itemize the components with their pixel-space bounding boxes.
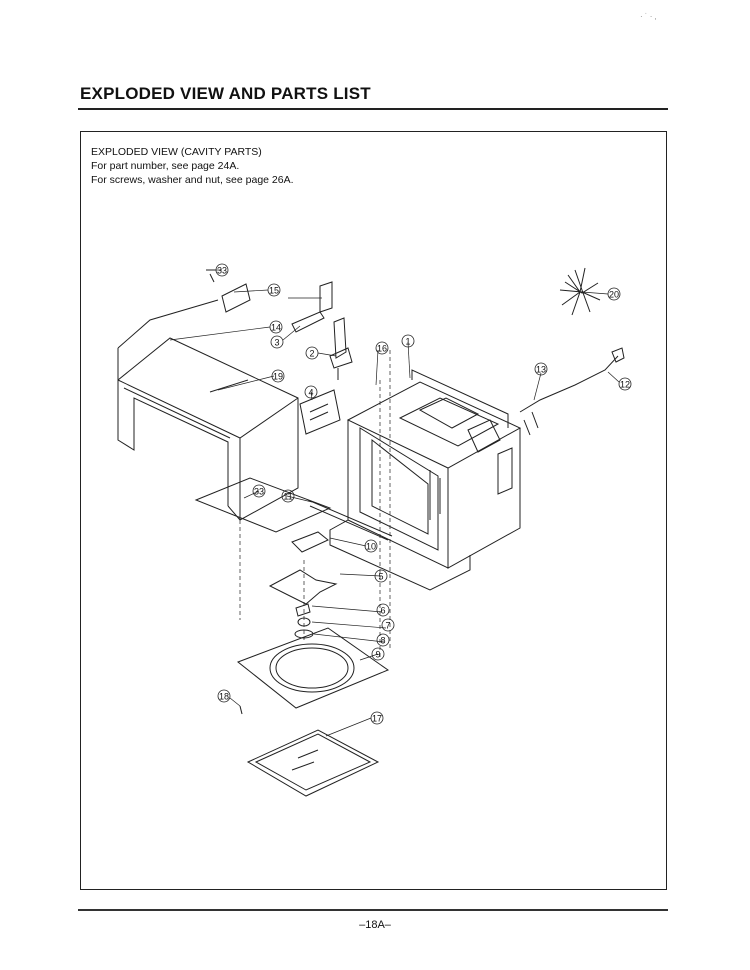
- leader-lines: [169, 269, 620, 737]
- callout-9: 9: [371, 647, 385, 661]
- callout-33-bottom: 33: [252, 484, 266, 498]
- part-number-note: For part number, see page 24A.: [91, 160, 240, 172]
- scan-speckle: · ˙ · ‚: [640, 12, 657, 21]
- diagram-heading: EXPLODED VIEW (CAVITY PARTS): [91, 146, 262, 158]
- motor-parts: [291, 281, 353, 435]
- callout-10: 10: [364, 539, 378, 553]
- svg-text:16: 16: [377, 344, 387, 354]
- svg-text:20: 20: [609, 290, 619, 300]
- screw-part: [239, 705, 243, 715]
- callout-5: 5: [374, 569, 388, 583]
- svg-text:4: 4: [308, 388, 313, 398]
- callout-12: 12: [618, 377, 632, 391]
- screws-note: For screws, washer and nut, see page 26A…: [91, 174, 294, 186]
- callout-20: 20: [607, 287, 621, 301]
- top-bracket-part: [206, 269, 251, 313]
- callout-16: 16: [375, 341, 389, 355]
- callout-2: 2: [305, 346, 319, 360]
- svg-text:33: 33: [217, 266, 227, 276]
- callout-11: 11: [281, 489, 295, 503]
- svg-text:9: 9: [375, 650, 380, 660]
- svg-text:12: 12: [620, 380, 630, 390]
- svg-text:33: 33: [254, 487, 264, 497]
- cavity-chassis-part: [329, 369, 522, 591]
- callout-15: 15: [267, 283, 281, 297]
- callout-14: 14: [269, 320, 283, 334]
- guide-rail-part: [291, 499, 393, 553]
- svg-text:5: 5: [378, 572, 383, 582]
- svg-text:19: 19: [273, 372, 283, 382]
- page-number: –18A–: [359, 919, 391, 931]
- svg-text:13: 13: [536, 365, 546, 375]
- svg-text:1: 1: [405, 337, 410, 347]
- svg-text:17: 17: [372, 714, 382, 724]
- svg-text:14: 14: [271, 323, 281, 333]
- power-cord-part: [519, 347, 625, 436]
- svg-text:6: 6: [380, 606, 385, 616]
- svg-text:18: 18: [219, 692, 229, 702]
- callout-13: 13: [534, 362, 548, 376]
- callouts: 33 15 14 3 2 19 4 16 1 20 13 12 33 11 10…: [215, 263, 632, 725]
- base-plate-part: [194, 477, 332, 533]
- callout-6: 6: [376, 603, 390, 617]
- page-title: EXPLODED VIEW AND PARTS LIST: [80, 84, 371, 103]
- svg-text:10: 10: [366, 542, 376, 552]
- callout-3: 3: [270, 335, 284, 349]
- callout-7: 7: [381, 618, 395, 632]
- footer-rule: [78, 909, 668, 911]
- svg-text:11: 11: [283, 492, 292, 502]
- callout-1: 1: [401, 334, 415, 348]
- callout-4: 4: [304, 385, 318, 399]
- callout-8: 8: [376, 633, 390, 647]
- wire-harness-part: [559, 267, 601, 316]
- callout-18: 18: [217, 689, 231, 703]
- diagram-header: EXPLODED VIEW (CAVITY PARTS) For part nu…: [91, 145, 294, 187]
- svg-text:3: 3: [274, 338, 279, 348]
- floor-plate-part: [236, 627, 390, 709]
- svg-text:2: 2: [309, 349, 314, 359]
- callout-19: 19: [271, 369, 285, 383]
- title-rule: [78, 108, 668, 110]
- glass-tray-part: [246, 729, 380, 797]
- svg-text:7: 7: [385, 621, 390, 631]
- stirrer-assembly-part: [268, 569, 338, 639]
- diagram-frame: [80, 131, 667, 890]
- callout-17: 17: [370, 711, 384, 725]
- svg-text:8: 8: [380, 636, 385, 646]
- callout-33-top: 33: [215, 263, 229, 277]
- exploded-view-diagram: 33 15 14 3 2 19 4 16 1 20 13 12 33 11 10…: [117, 263, 632, 797]
- outer-case-part: [117, 299, 299, 521]
- svg-text:15: 15: [269, 286, 279, 296]
- alignment-lines: [239, 350, 391, 660]
